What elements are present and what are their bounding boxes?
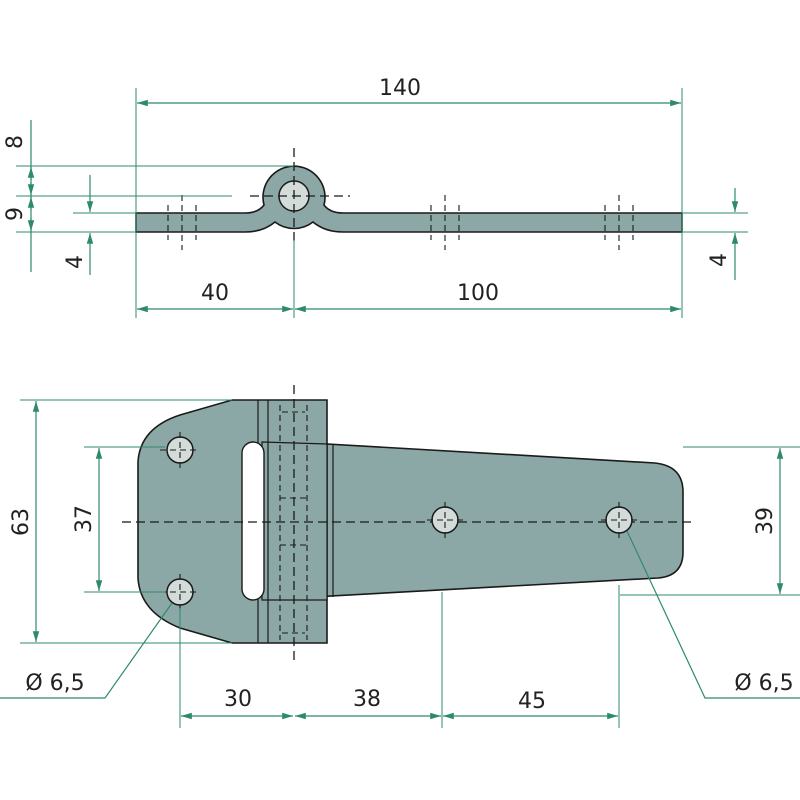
hinge-profile (135, 165, 683, 233)
dim-label-4-right: 4 (707, 253, 732, 267)
side-view: 140 40 100 8 9 4 4 (3, 76, 748, 318)
wing-leaf (257, 439, 684, 601)
dim-label-9: 9 (3, 207, 28, 221)
leader-left (0, 602, 173, 699)
dim-label-dia-right: Ø 6,5 (734, 671, 793, 696)
dim-label-40: 40 (201, 281, 229, 306)
dim-label-30: 30 (224, 687, 252, 712)
slot (241, 441, 265, 601)
dim-label-8: 8 (3, 135, 28, 149)
dim-label-140: 140 (379, 76, 421, 101)
dim-label-39: 39 (753, 507, 778, 535)
mounting-holes (160, 432, 637, 610)
dim-label-4-left: 4 (63, 255, 88, 269)
top-view: 63 37 39 30 38 45 Ø 6,5 Ø 6,5 (0, 385, 800, 728)
leader-right (626, 530, 800, 699)
dim-label-38: 38 (353, 687, 381, 712)
dim-label-100: 100 (457, 281, 499, 306)
dim-label-45: 45 (518, 689, 546, 714)
dim-label-37: 37 (72, 505, 97, 533)
dim-label-63: 63 (9, 508, 34, 536)
dim-label-dia-left: Ø 6,5 (25, 671, 84, 696)
